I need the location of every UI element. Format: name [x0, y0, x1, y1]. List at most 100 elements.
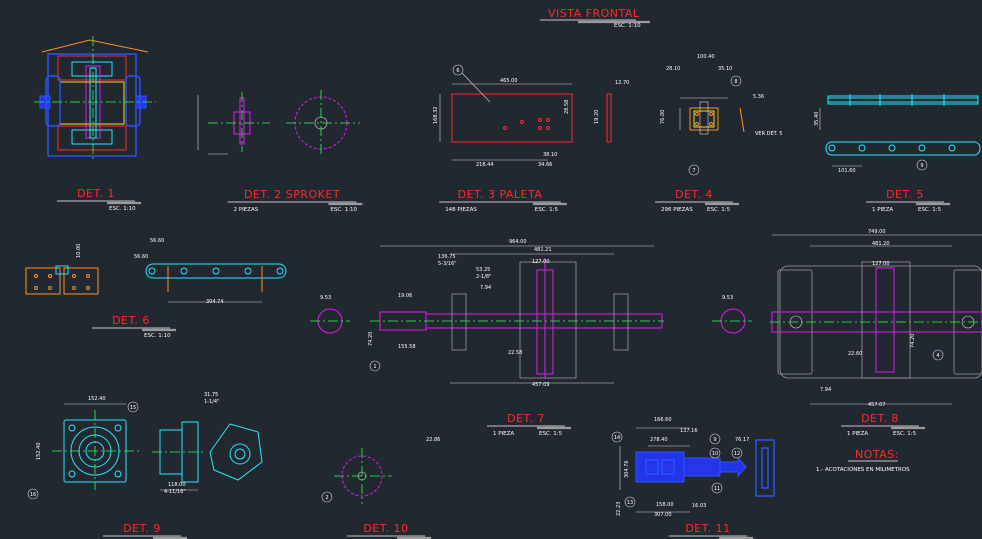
det3-height-dim: 168.32 [433, 107, 439, 125]
det7-i-dim: 9.53 [320, 295, 331, 301]
balloon-7: 7 [692, 168, 695, 174]
det4-ref: VER DET. 5 [755, 131, 782, 137]
det4-a-dim: 28.10 [666, 66, 680, 72]
balloon-14: 14 [614, 435, 620, 441]
header-scale: ESC. 1:10 [614, 23, 641, 29]
det4-b-dim: 35.10 [718, 66, 732, 72]
notes-item-1: 1.- ACOTACIONES EN MILIMETROS [816, 467, 910, 473]
det4-h-dim: 76.00 [660, 110, 666, 124]
det4-c-dim: 5.36 [753, 94, 764, 100]
det-3-drawing [439, 64, 612, 161]
det3-hole-b: 38.10 [543, 152, 557, 158]
balloon-10: 10 [712, 451, 718, 457]
balloon-9b: 9 [713, 437, 716, 443]
det11-g-dim: 307.00 [654, 512, 672, 518]
det-8-drawing [712, 234, 982, 405]
header: VISTA FRONTAL ESC. 1:10 [540, 7, 650, 29]
det11-h-dim: 16.03 [692, 503, 706, 509]
det11-a-dim: 166.60 [654, 417, 672, 423]
balloon-8: 8 [734, 79, 737, 85]
det6-b-dim: 56.60 [134, 254, 148, 260]
balloon-6: 6 [456, 68, 459, 74]
det5-h-dim: 35.40 [814, 112, 820, 126]
det3-hole-c: 28.58 [564, 100, 570, 114]
d1-title: DET. 1 [77, 187, 115, 200]
det8-d-dim: 457.07 [868, 402, 886, 408]
det11-b-dim: 137.16 [680, 428, 698, 434]
det3-width-dim: 465.00 [500, 78, 518, 84]
d6-scale: ESC. 1:10 [144, 333, 171, 339]
det7-h-dim: 457.09 [532, 382, 550, 388]
det11-e-dim: 304.76 [624, 461, 630, 479]
balloon-2: 2 [325, 495, 328, 501]
d7-scale: ESC. 1:5 [539, 431, 563, 437]
det-10-drawing [321, 448, 392, 504]
balloon-16: 16 [30, 492, 36, 498]
balloon-15: 15 [130, 405, 136, 411]
det11-d-dim: 76.17 [735, 437, 749, 443]
balloon-12: 12 [734, 451, 740, 457]
det3-holes-dim: 19.20 [594, 110, 600, 124]
d10-title: DET. 10 [363, 522, 408, 535]
det9-c-dim: 118.00 [168, 482, 186, 488]
balloon-11: 11 [714, 486, 720, 492]
d2-scale: ESC. 1:10 [330, 207, 357, 213]
det-6-drawing [25, 263, 287, 303]
balloon-1: 1 [373, 364, 376, 370]
det11-c-dim: 278.40 [650, 437, 668, 443]
det-1-drawing [34, 36, 156, 160]
det5-pitch-dim: 101.60 [838, 168, 856, 174]
det7-a-in: 5-3/16" [438, 261, 457, 267]
d11-title: DET. 11 [685, 522, 730, 535]
d3-scale: ESC. 1:5 [535, 207, 559, 213]
det8-total-dim: 749.00 [868, 229, 886, 235]
det7-f-dim: 155.58 [398, 344, 416, 350]
d3-title: DET. 3 PALETA [458, 188, 543, 201]
det7-g-dim: 22.58 [508, 350, 522, 356]
balloon-4: 4 [936, 353, 939, 359]
det-4-drawing [679, 75, 745, 176]
det7-b-dim: 53.25 [476, 267, 490, 273]
det-5-drawing [819, 94, 981, 171]
d8-scale: ESC. 1:5 [893, 431, 917, 437]
d2-pieces: 2 PIEZAS [234, 207, 259, 213]
det6-c-dim: 304.74 [206, 299, 224, 305]
d8-title: DET. 8 [861, 412, 899, 425]
det7-c-dim: 7.94 [480, 285, 491, 291]
det10-a-dim: 22.86 [426, 437, 440, 443]
balloon-13: 13 [627, 500, 633, 506]
det7-b-in: 2-1/8" [476, 274, 491, 280]
det8-c-dim: 7.94 [820, 387, 831, 393]
d2-title: DET. 2 SPROKET [244, 188, 340, 201]
det8-f-dim: 74.20 [910, 334, 916, 348]
det11-i-dim: 22.23 [616, 502, 622, 516]
det-9-drawing [27, 401, 263, 500]
det7-j-dim: 74.20 [368, 332, 374, 346]
det8-a-dim: 127.00 [872, 261, 890, 267]
d1-scale: ESC. 1:10 [109, 206, 136, 212]
det3-slot-dim: 34.66 [538, 162, 552, 168]
balloon-9: 9 [920, 163, 923, 169]
notes-title: NOTAS: [855, 448, 899, 461]
det6-d-dim: 10.00 [76, 244, 82, 258]
det4-top-dim: 100.40 [697, 54, 715, 60]
det8-e-dim: 9.53 [722, 295, 733, 301]
d7-pieces: 1 PIEZA [493, 431, 514, 437]
d4-scale: ESC. 1:5 [707, 207, 731, 213]
det7-a-dim: 136.75 [438, 254, 456, 260]
d5-scale: ESC. 1:5 [918, 207, 942, 213]
det7-d-dim: 127.00 [532, 259, 550, 265]
d7-title: DET. 7 [507, 412, 545, 425]
det6-a-dim: 56.60 [150, 238, 164, 244]
det9-d-dim: 152.40 [36, 443, 42, 461]
det7-mid-dim: 481.21 [534, 247, 552, 253]
det9-c-in: 4-11/16" [164, 489, 186, 495]
d5-title: DET. 5 [886, 188, 924, 201]
det7-e-dim: 19.06 [398, 293, 412, 299]
det9-b-dim: 31.75 [204, 392, 218, 398]
det7-total-dim: 964.00 [509, 239, 527, 245]
d5-pieces: 1 PIEZA [872, 207, 893, 213]
det8-mid-dim: 481.20 [872, 241, 890, 247]
det-2-drawing [197, 90, 360, 156]
